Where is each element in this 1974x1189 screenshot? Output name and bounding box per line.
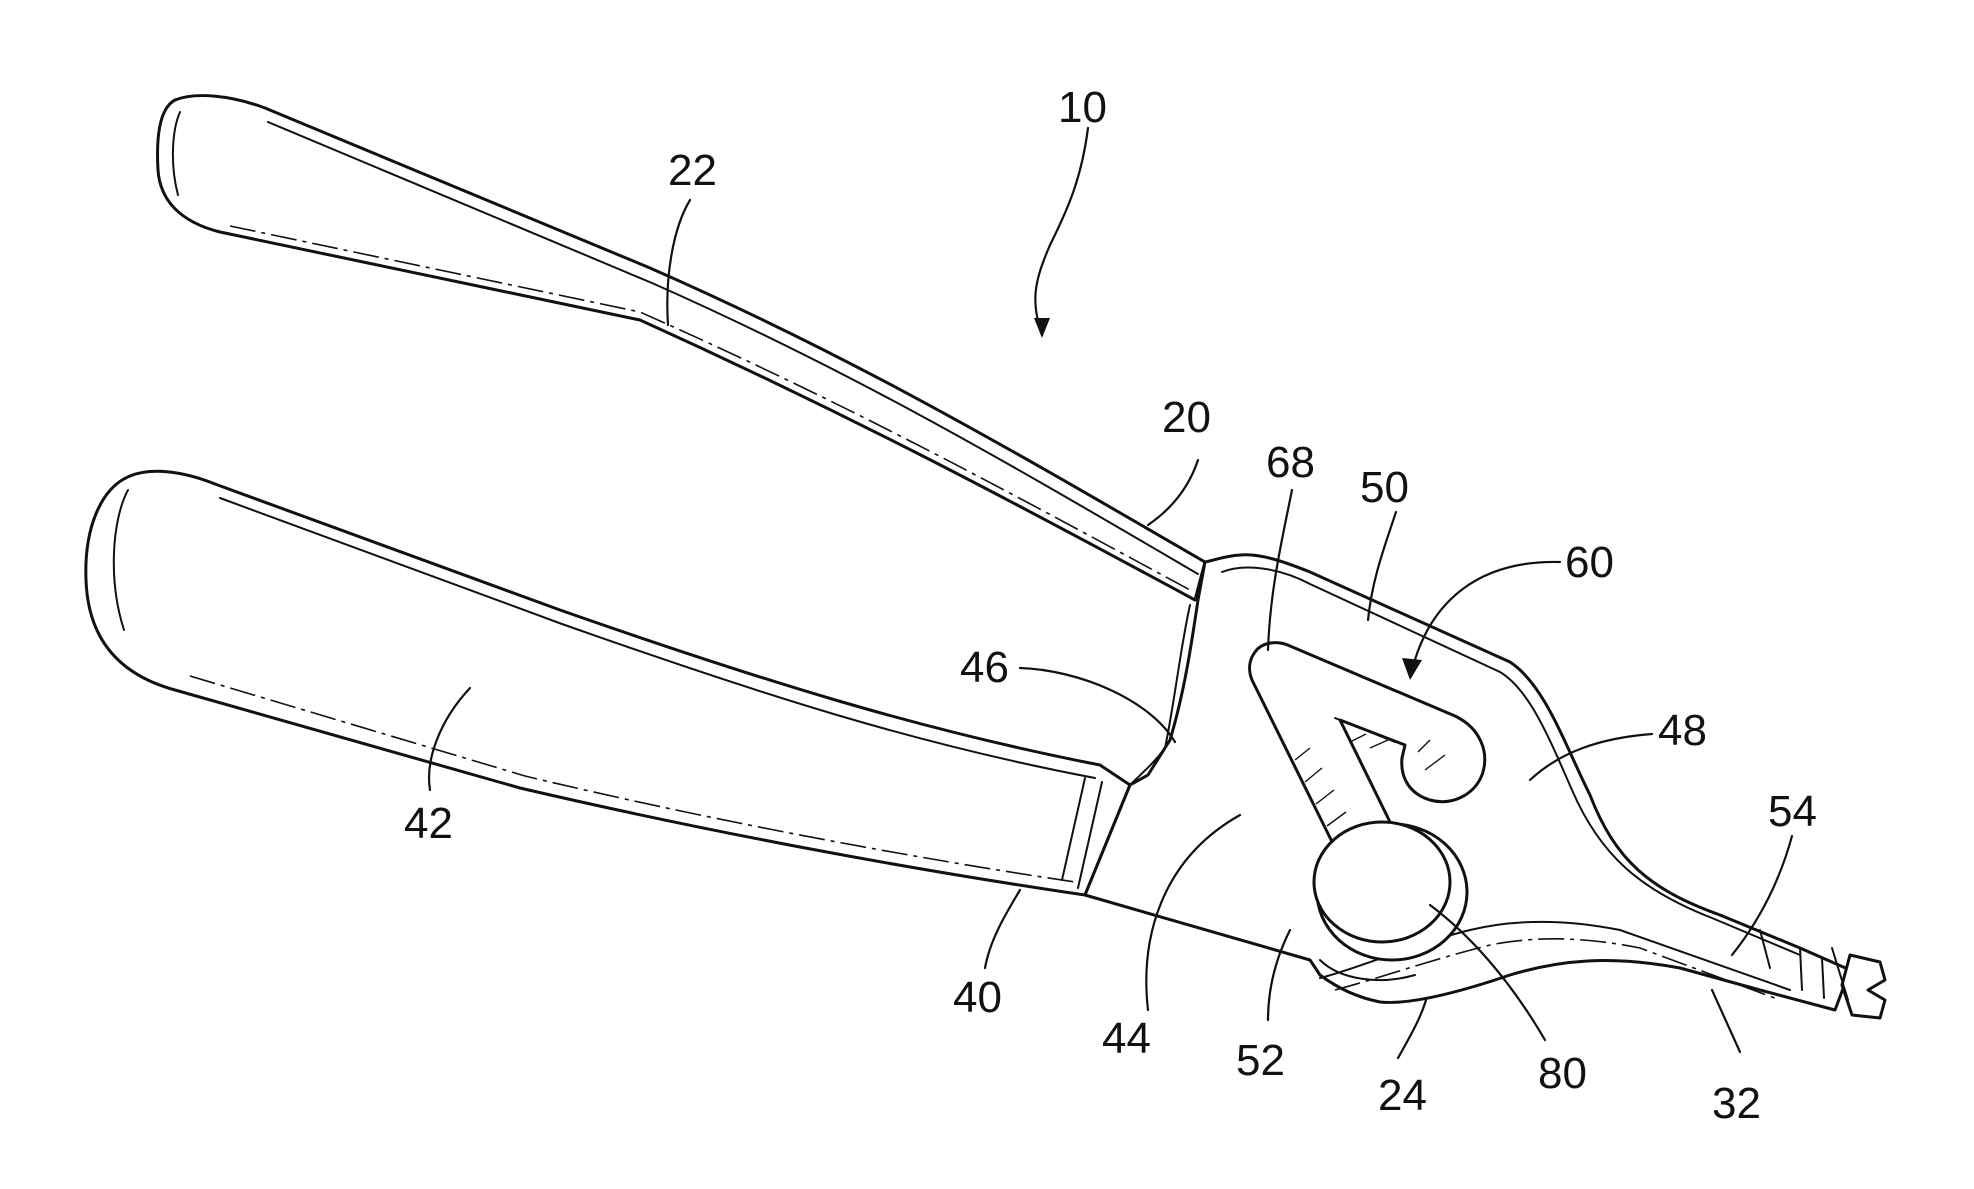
- label-40: 40: [953, 973, 1002, 1022]
- label-50: 50: [1360, 463, 1409, 512]
- label-48: 48: [1658, 706, 1707, 755]
- label-10: 10: [1058, 83, 1107, 132]
- pliers-body: [1085, 555, 1885, 1018]
- label-42: 42: [404, 799, 453, 848]
- label-80: 80: [1538, 1049, 1587, 1098]
- label-22: 22: [668, 146, 717, 195]
- label-60: 60: [1565, 538, 1614, 587]
- label-68: 68: [1266, 438, 1315, 487]
- label-24: 24: [1378, 1071, 1427, 1120]
- label-46: 46: [960, 643, 1009, 692]
- label-54: 54: [1768, 787, 1817, 836]
- label-44: 44: [1102, 1014, 1151, 1063]
- label-52: 52: [1236, 1036, 1285, 1085]
- label-32: 32: [1712, 1079, 1761, 1128]
- reference-numerals: 10 22 20 68 50 60 46 48 54 42 40 44 52 8…: [404, 83, 1817, 1128]
- label-20: 20: [1162, 393, 1211, 442]
